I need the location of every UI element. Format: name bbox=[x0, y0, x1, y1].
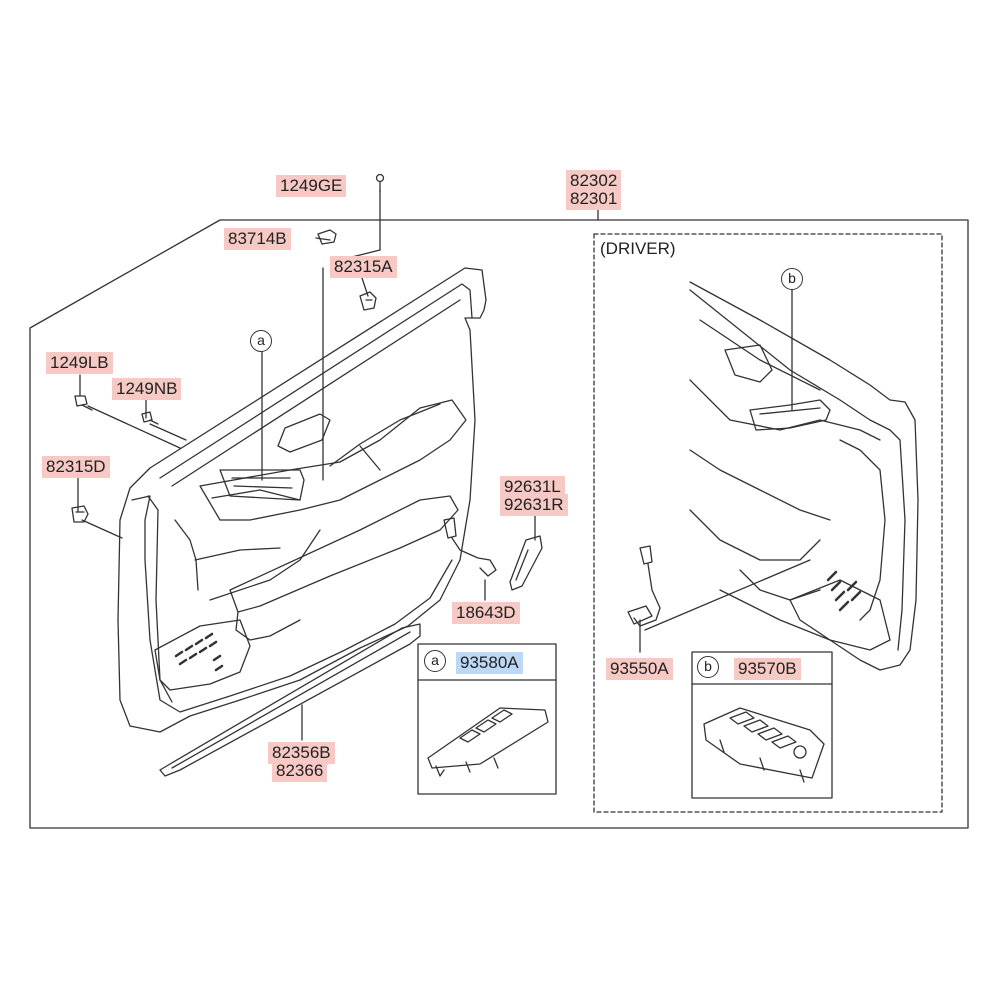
label-92631R: 92631R bbox=[500, 494, 568, 516]
label-93580A: 93580A bbox=[456, 652, 523, 674]
label-92631L: 92631L bbox=[500, 476, 565, 498]
callout-a-main: a bbox=[250, 330, 272, 352]
driver-door-trim bbox=[689, 281, 919, 671]
outer-frame bbox=[29, 219, 969, 829]
lamp-92631 bbox=[509, 535, 543, 591]
label-82301: 82301 bbox=[566, 188, 622, 210]
label-83714B: 83714B bbox=[224, 228, 291, 250]
switch-93570B bbox=[703, 707, 825, 783]
label-1249GE: 1249GE bbox=[276, 175, 347, 197]
inset-b-box bbox=[691, 651, 833, 799]
inset-a-box bbox=[417, 643, 557, 795]
label-82315D: 82315D bbox=[42, 456, 110, 478]
wire-18643D bbox=[443, 517, 497, 577]
label-1249LB: 1249LB bbox=[46, 352, 113, 374]
wire-93550A bbox=[627, 545, 661, 627]
callout-b-inset: b bbox=[697, 656, 719, 678]
label-82356B: 82356B bbox=[268, 742, 335, 764]
clip-82315A bbox=[359, 291, 377, 311]
door-sill-strip bbox=[159, 623, 421, 777]
switch-93580A bbox=[427, 707, 549, 777]
label-82315A: 82315A bbox=[330, 256, 397, 278]
label-driver: (DRIVER) bbox=[600, 239, 676, 258]
label-82366: 82366 bbox=[272, 760, 328, 782]
callout-a-inset: a bbox=[424, 650, 446, 672]
label-93570B: 93570B bbox=[734, 658, 801, 680]
label-93550A: 93550A bbox=[606, 658, 673, 680]
clip-83714B bbox=[317, 229, 337, 245]
screw-1249GE bbox=[375, 173, 385, 193]
clip-82315D bbox=[71, 505, 89, 523]
label-82302: 82302 bbox=[566, 170, 622, 192]
screw-1249NB bbox=[141, 411, 159, 425]
label-1249NB: 1249NB bbox=[112, 378, 182, 400]
screw-1249LB bbox=[74, 395, 93, 411]
door-trim-panel bbox=[117, 267, 487, 733]
label-18643D: 18643D bbox=[452, 602, 520, 624]
callout-b-main: b bbox=[781, 268, 803, 290]
driver-box bbox=[593, 233, 943, 813]
